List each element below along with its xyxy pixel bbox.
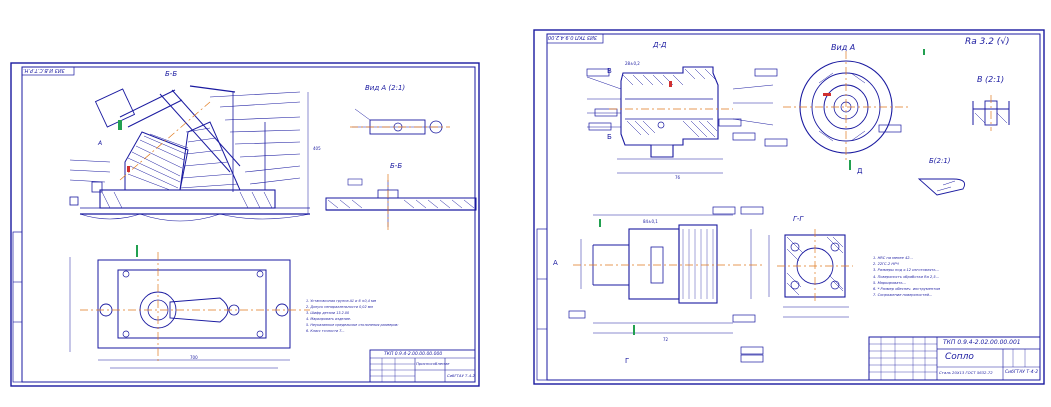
right-dim-1: 28±0,2 (625, 61, 640, 66)
right-view-a: Вид А (831, 43, 856, 52)
left-section-label-2: Б-Б (390, 162, 403, 170)
left-drawing-sheet: ЗИЗ И.В.С.Т.Р.Н. Б-Б Вид А (2:1) Б-Б А 1… (10, 62, 480, 387)
left-section-label: Б-Б (165, 70, 178, 78)
right-note: 6. * Размер обеспеч. инструментом (873, 287, 941, 292)
right-label-a: А (553, 259, 558, 267)
left-note: 4. Маркировать изделие. (306, 317, 352, 321)
right-section-dd: Д-Д (653, 41, 667, 49)
right-view-bb: Б(2:1) (929, 157, 951, 165)
left-dim-height: 405 (313, 146, 321, 151)
right-inner-frame (546, 33, 1041, 381)
right-title-block (868, 336, 1041, 381)
right-title-org: СибГТАУ Т-4-2 (1005, 370, 1039, 375)
right-drawing (533, 29, 1045, 385)
right-note: 2. 22ГС-2 НРЧ (873, 262, 899, 267)
left-title-org: СибГТАУ Т-4-2 (447, 373, 475, 378)
left-title-name: Приспособление (416, 361, 450, 366)
right-stamp-text: ЗИЗ ТКП 0.9.4.2.00 (548, 34, 598, 40)
right-note: 5. Маркировать... (873, 280, 907, 285)
right-note: 7. Сопряжение поверхностей... (873, 293, 933, 298)
left-note: 5. Неуказанные предельные отклонения раз… (306, 323, 399, 327)
right-label-g: Г (625, 357, 630, 365)
left-note: 2. Допуск непараллельности 0,02 мм (306, 305, 373, 309)
left-notes: 1. Установочная группа А1 и 6 ±0,4 мм 2.… (306, 298, 426, 334)
right-title-code: ТКП 0.9.4-2.02.00.00.001 (943, 339, 1021, 346)
right-label-d: Д (857, 167, 863, 175)
left-note: 1. Установочная группа А1 и 6 ±0,4 мм (306, 299, 377, 303)
right-note: 3. Размеры под ⌀ 12 изготовлять... (873, 268, 940, 273)
left-note: 3. Шифр детали 13.2.00 (306, 311, 350, 315)
left-drawing (10, 62, 480, 387)
left-view-a-label: Вид А (2:1) (365, 84, 406, 92)
right-dim-4: 72 (663, 337, 669, 342)
left-title-code: ТКП 0.9.4-2.00.00.00.000 (384, 352, 443, 357)
left-dim-length: 700 (190, 355, 198, 360)
right-title-material: Сталь 20Х13 ГОСТ 5632-72 (939, 370, 993, 375)
left-view-a-marker: А (98, 140, 103, 147)
right-dim-3: 76 (675, 175, 681, 180)
right-note: 4. Поверхность обработки Ra 2,5... (873, 274, 940, 279)
right-label-b: Б (607, 133, 612, 141)
right-dim-2: 84±0,1 (643, 219, 658, 224)
left-plan-base (97, 259, 291, 349)
right-label-v: В (607, 67, 612, 75)
left-outer-frame (10, 62, 480, 387)
right-section-gg: Г-Г (793, 215, 804, 223)
right-roughness: Ra 3.2 (√) (965, 37, 1010, 47)
left-stamp-text: ЗИЗ И.В.С.Т.Р.Н. (23, 67, 65, 73)
right-outer-frame (533, 29, 1045, 385)
left-title-block (369, 349, 476, 383)
left-note: 6. Класс точности 7... (306, 329, 345, 333)
right-notes: 1. HRC на менее 42... 2. 22ГС-2 НРЧ 3. Р… (873, 255, 1033, 298)
right-drawing-sheet: ЗИЗ ТКП 0.9.4.2.00 Ra 3.2 (√) Д-Д Вид А … (533, 29, 1045, 385)
right-title-name: Сопло (945, 352, 974, 362)
right-note: 1. HRC на менее 42... (873, 256, 913, 260)
right-view-b: В (2:1) (977, 75, 1005, 84)
left-inner-frame (21, 66, 476, 383)
